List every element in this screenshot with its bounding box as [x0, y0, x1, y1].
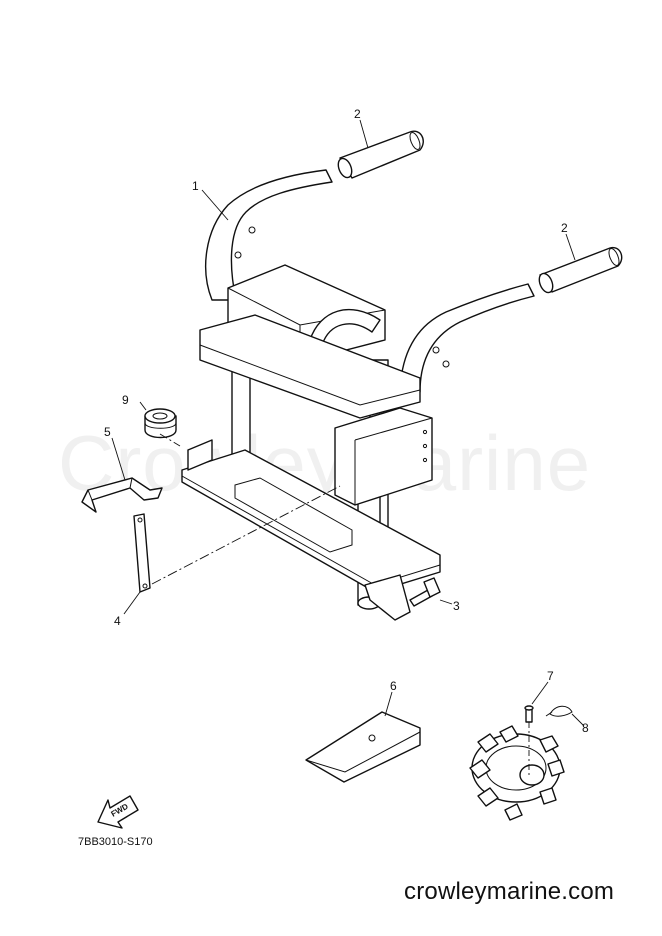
fwd-arrow-icon: FWD — [97, 795, 139, 829]
site-url: crowleymarine.com — [404, 878, 615, 905]
part-9-grommet — [144, 408, 177, 439]
part-2-grip-lower — [538, 246, 623, 294]
tine-sprocket-assembly — [469, 725, 565, 821]
part-3-bolt — [409, 577, 441, 607]
callout-8: 8 — [582, 721, 589, 735]
part-1-handle-frame — [181, 169, 535, 621]
diagram-code: 7BB3010-S170 — [78, 836, 153, 848]
callout-5: 5 — [104, 425, 111, 439]
callout-3: 3 — [453, 599, 460, 613]
callout-6: 6 — [390, 679, 397, 693]
callout-2-lower: 2 — [561, 221, 568, 235]
callout-9: 9 — [122, 393, 129, 407]
leader-lines — [111, 119, 585, 775]
part-6-cover-plate — [305, 711, 421, 783]
callout-1: 1 — [192, 179, 199, 193]
part-5-clip — [81, 477, 163, 513]
part-2-grip-upper — [337, 130, 424, 179]
part-7-pin — [524, 705, 534, 723]
callouts: 1 2 2 3 4 5 6 7 8 9 — [104, 107, 589, 735]
part-8-cotter-pin — [545, 705, 573, 717]
callout-2-upper: 2 — [354, 107, 361, 121]
callout-7: 7 — [547, 669, 554, 683]
part-4-strap — [133, 513, 151, 593]
callout-4: 4 — [114, 614, 121, 628]
